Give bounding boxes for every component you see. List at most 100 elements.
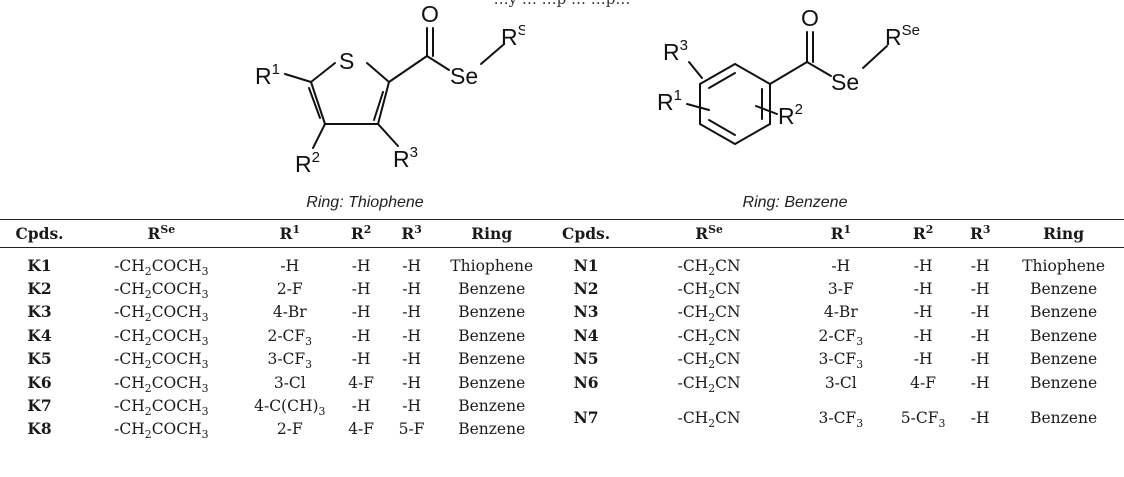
- cell-rse: -CH2CN: [677, 350, 741, 372]
- cell-cpd: N6: [573, 372, 599, 392]
- cell-cpd: K5: [27, 349, 52, 369]
- cell-r3: -H: [970, 303, 990, 322]
- cell-ring: Benzene: [1030, 326, 1098, 345]
- header-r2: R2: [335, 219, 387, 248]
- header-r3: R3: [957, 219, 1004, 248]
- cell-r3: -H: [402, 303, 421, 322]
- bond: [755, 105, 778, 115]
- cell-r2: 4-F: [910, 373, 937, 392]
- label-r1: R1: [255, 61, 280, 89]
- cell-r1: -H: [831, 256, 851, 275]
- cell-r3: -H: [402, 256, 421, 275]
- cell-r1: 4-C(CH)3: [254, 397, 326, 419]
- header-ring: Ring: [436, 219, 547, 248]
- thiophene-structure: S O Se RSe R1 R2 R3: [255, 1, 525, 177]
- label-r2: R2: [295, 149, 320, 177]
- cell-ring: Benzene: [1030, 350, 1098, 369]
- cell-r1: 4-Br: [823, 303, 858, 322]
- cell-r2: -H: [913, 280, 933, 299]
- header-cpds: Cpds.: [546, 219, 626, 248]
- bond: [284, 73, 312, 83]
- cell-r2: -H: [913, 303, 933, 322]
- cell-cpd: K3: [27, 302, 52, 322]
- cell-ring: Benzene: [1030, 408, 1098, 427]
- cell-cpd: N2: [573, 279, 599, 299]
- cell-ring: Thiophene: [1022, 256, 1106, 275]
- atom-selenium: Se: [450, 63, 478, 89]
- bond: [699, 123, 736, 145]
- cell-r1: 3-Cl: [824, 373, 857, 392]
- label-r2: R2: [778, 101, 803, 129]
- header-ring: Ring: [1003, 219, 1124, 248]
- bond: [699, 63, 736, 85]
- bond: [426, 55, 450, 71]
- cell-cpd: K2: [27, 279, 52, 299]
- label-r1: R1: [657, 87, 682, 115]
- cell-r1: 2-CF3: [818, 326, 864, 348]
- bond: [734, 63, 771, 85]
- cell-r1: -H: [280, 256, 300, 275]
- cell-r2: 4-F: [348, 373, 375, 392]
- cell-rse: -CH2COCH3: [114, 303, 209, 325]
- cell-r2: -H: [351, 326, 371, 345]
- cell-r1: 3-CF3: [267, 350, 313, 372]
- cell-cpd: N3: [573, 302, 599, 322]
- bond: [734, 123, 771, 145]
- header-rse: RSe: [79, 219, 244, 248]
- cell-r3: -H: [402, 397, 421, 416]
- label-r-se: RSe: [501, 22, 525, 50]
- cell-r2: -H: [351, 280, 371, 299]
- cell-r2: -H: [351, 397, 371, 416]
- header-r2: R2: [889, 219, 958, 248]
- atom-selenium: Se: [831, 69, 859, 95]
- cell-rse: -CH2COCH3: [114, 280, 209, 302]
- cell-ring: Benzene: [458, 420, 526, 439]
- cell-r3: -H: [402, 280, 421, 299]
- cell-ring: Benzene: [1030, 373, 1098, 392]
- cell-r2: -H: [913, 326, 933, 345]
- cell-rse: -CH2COCH3: [114, 256, 209, 278]
- bond: [373, 91, 384, 121]
- cell-rse: -CH2COCH3: [114, 373, 209, 395]
- cell-rse: -CH2COCH3: [114, 397, 209, 419]
- atom-sulfur: S: [339, 48, 354, 74]
- cell-rse: -CH2COCH3: [114, 350, 209, 372]
- cell-r3: -H: [970, 408, 990, 427]
- cell-ring: Benzene: [458, 397, 526, 416]
- cell-cpd: N5: [573, 349, 599, 369]
- cell-r2: -H: [913, 256, 933, 275]
- bond: [480, 44, 504, 65]
- bond: [686, 103, 710, 111]
- cell-cpd: K8: [27, 419, 52, 439]
- cell-r3: -H: [402, 350, 421, 369]
- cell-r3: -H: [970, 373, 990, 392]
- cell-r1: 4-Br: [272, 303, 307, 322]
- cell-r3: -H: [970, 326, 990, 345]
- cell-r3: -H: [402, 326, 421, 345]
- cell-cpd: K6: [27, 372, 52, 392]
- bond: [377, 81, 390, 125]
- bond: [366, 62, 390, 83]
- bond: [688, 61, 703, 79]
- cell-r1: 3-CF3: [818, 408, 864, 430]
- cell-r3: 5-F: [398, 420, 425, 439]
- cell-r1: 2-F: [276, 280, 303, 299]
- label-r3: R3: [663, 37, 688, 65]
- atom-oxygen: O: [801, 5, 819, 31]
- caption-ring-thiophene: Ring: Thiophene: [306, 194, 424, 211]
- bond: [308, 87, 321, 119]
- cell-r3: -H: [402, 373, 421, 392]
- bond: [708, 72, 736, 89]
- cell-r2: -H: [351, 350, 371, 369]
- cell-cpd: N4: [573, 325, 599, 345]
- cell-ring: Benzene: [458, 280, 526, 299]
- header-cpds: Cpds.: [0, 219, 80, 248]
- bond: [388, 55, 428, 83]
- cell-r2: 5-CF3: [900, 408, 946, 430]
- caption-ring-benzene: Ring: Benzene: [742, 194, 848, 211]
